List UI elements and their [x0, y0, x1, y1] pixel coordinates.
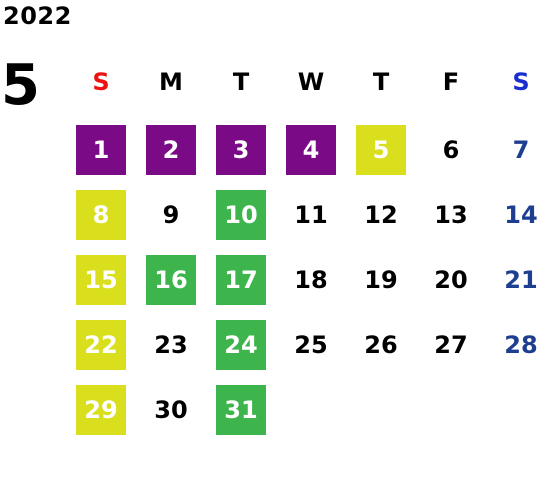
calendar-day[interactable]: 29: [76, 385, 126, 435]
calendar-cell: 8: [66, 190, 136, 255]
weekday-friday: F: [442, 68, 460, 96]
calendar-cell: 29: [66, 385, 136, 450]
weekday-monday: M: [159, 68, 183, 96]
calendar-cell: 31: [206, 385, 276, 450]
calendar-cell: 26: [346, 320, 416, 385]
calendar-day[interactable]: 17: [216, 255, 266, 305]
calendar-cell: 12: [346, 190, 416, 255]
calendar-day[interactable]: 7: [512, 136, 530, 164]
calendar-cell: 28: [486, 320, 548, 385]
calendar-day[interactable]: 1: [76, 125, 126, 175]
calendar-day[interactable]: 2: [146, 125, 196, 175]
calendar-day[interactable]: 11: [294, 201, 328, 229]
calendar-day[interactable]: 6: [442, 136, 460, 164]
calendar-cell: 23: [136, 320, 206, 385]
calendar-cell: 10: [206, 190, 276, 255]
calendar-day[interactable]: 20: [434, 266, 468, 294]
calendar-day[interactable]: 13: [434, 201, 468, 229]
calendar-cell: 15: [66, 255, 136, 320]
calendar-cell: 7: [486, 125, 548, 190]
calendar-day[interactable]: 22: [76, 320, 126, 370]
calendar-cell: 1: [66, 125, 136, 190]
calendar-day[interactable]: 28: [504, 331, 538, 359]
weekday-header-row: S M T W T F S: [66, 60, 546, 104]
calendar-cell: 5: [346, 125, 416, 190]
month-number: 5: [1, 53, 40, 118]
calendar-cell: 13: [416, 190, 486, 255]
calendar-cell: 30: [136, 385, 206, 450]
weekday-thursday: T: [372, 68, 390, 96]
calendar-cell: 3: [206, 125, 276, 190]
calendar-day[interactable]: 25: [294, 331, 328, 359]
calendar-cell: 20: [416, 255, 486, 320]
weekday-wednesday: W: [297, 68, 325, 96]
calendar-day[interactable]: 18: [294, 266, 328, 294]
calendar-day[interactable]: 19: [364, 266, 398, 294]
calendar-day[interactable]: 16: [146, 255, 196, 305]
calendar-day[interactable]: 4: [286, 125, 336, 175]
calendar-cell: 11: [276, 190, 346, 255]
weekday-sunday: S: [92, 68, 110, 96]
calendar-day[interactable]: 9: [162, 201, 180, 229]
calendar-day[interactable]: 8: [76, 190, 126, 240]
calendar-day[interactable]: 26: [364, 331, 398, 359]
calendar-day[interactable]: 15: [76, 255, 126, 305]
calendar-cell: 17: [206, 255, 276, 320]
calendar-cell: 27: [416, 320, 486, 385]
calendar-cell: 21: [486, 255, 548, 320]
calendar-day[interactable]: 3: [216, 125, 266, 175]
calendar-day[interactable]: 31: [216, 385, 266, 435]
calendar-cell: [276, 385, 346, 450]
calendar-cell: 24: [206, 320, 276, 385]
calendar-day[interactable]: 30: [154, 396, 188, 424]
year-label: 2022: [3, 2, 72, 30]
calendar-cell: 6: [416, 125, 486, 190]
calendar-day[interactable]: 27: [434, 331, 468, 359]
calendar-cell: [486, 385, 548, 450]
calendar-day[interactable]: 14: [504, 201, 538, 229]
calendar-day[interactable]: 24: [216, 320, 266, 370]
calendar-cell: 14: [486, 190, 548, 255]
calendar-day[interactable]: 23: [154, 331, 188, 359]
calendar-cell: 18: [276, 255, 346, 320]
calendar-day[interactable]: 21: [504, 266, 538, 294]
calendar-cell: 16: [136, 255, 206, 320]
calendar-cell: 2: [136, 125, 206, 190]
calendar-day[interactable]: 12: [364, 201, 398, 229]
calendar-cell: 19: [346, 255, 416, 320]
calendar-cell: [346, 385, 416, 450]
calendar-cell: 4: [276, 125, 346, 190]
calendar-day[interactable]: 10: [216, 190, 266, 240]
weekday-saturday: S: [512, 68, 530, 96]
calendar-cell: 25: [276, 320, 346, 385]
weekday-tuesday: T: [232, 68, 250, 96]
calendar-cell: 22: [66, 320, 136, 385]
calendar-day[interactable]: 5: [356, 125, 406, 175]
calendar-cell: 9: [136, 190, 206, 255]
calendar-cell: [416, 385, 486, 450]
